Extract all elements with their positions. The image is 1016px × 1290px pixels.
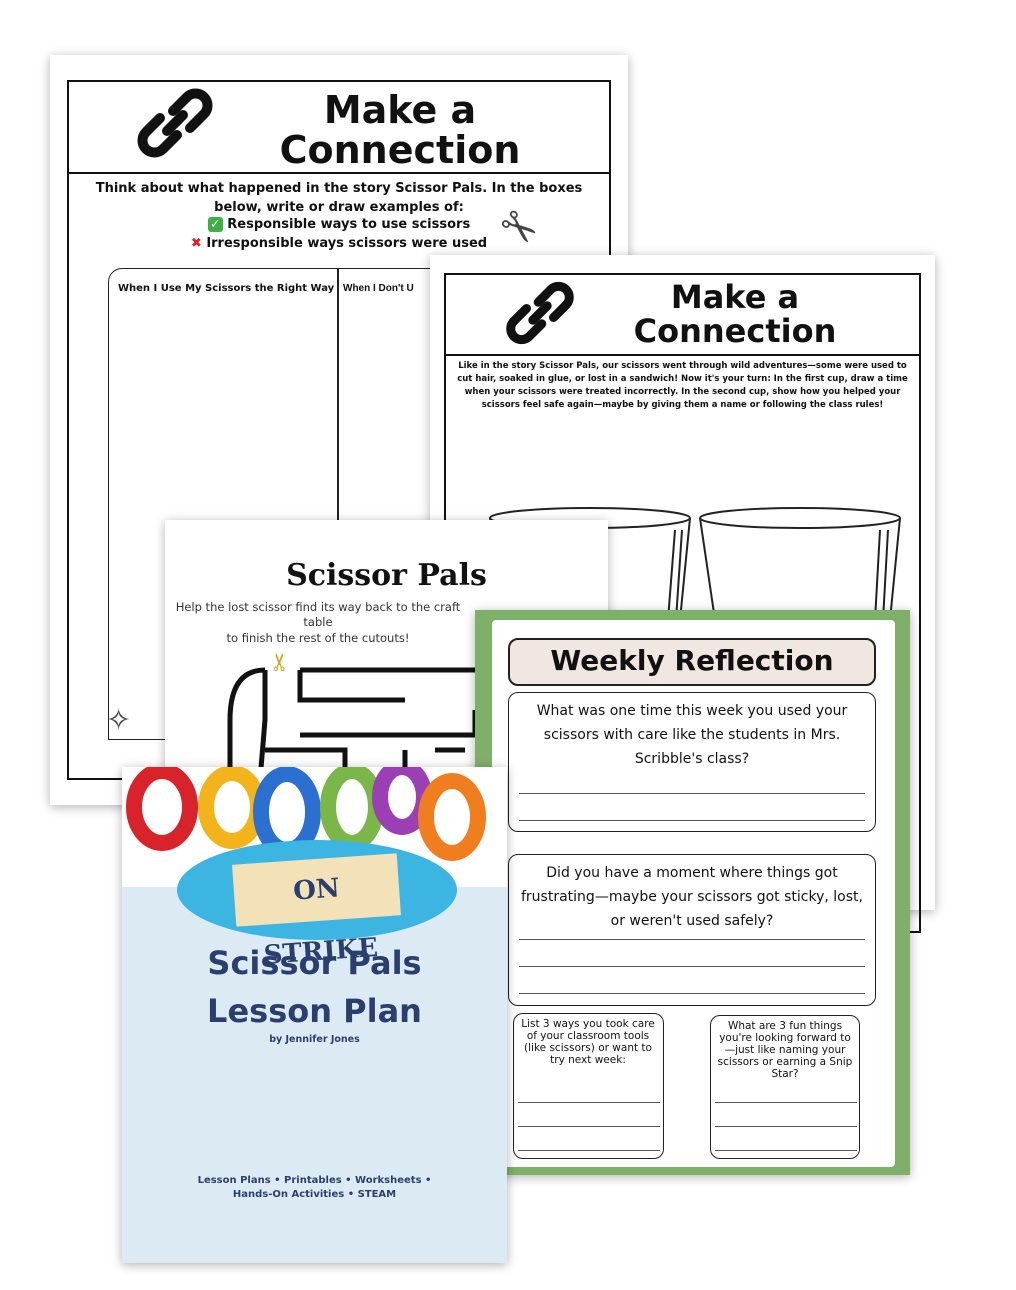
responsible-item: ✓ Responsible ways to use scissors [72, 217, 606, 232]
instructions: Think about what happened in the story S… [95, 181, 583, 215]
lesson-plan-cover: ON STRIKE Scissor Pals Lesson Plan by Je… [122, 767, 507, 1263]
instructions: Like in the story Scissor Pals, our scis… [457, 361, 908, 410]
answer-line [518, 1102, 660, 1103]
question-2: Did you have a moment where things got f… [521, 865, 863, 929]
footer-line-1: Lesson Plans • Printables • Worksheets • [197, 1175, 432, 1186]
header-divider [67, 172, 611, 174]
question-1: What was one time this week you used you… [536, 703, 848, 767]
answer-line [519, 793, 865, 794]
answer-line [715, 1126, 857, 1127]
column-header-2: When I Don't U [343, 283, 414, 294]
sparkle-icon: ✧ [106, 703, 132, 738]
reflection-title-box: Weekly Reflection [508, 638, 876, 686]
question-4-box: What are 3 fun things you're looking for… [710, 1015, 860, 1159]
answer-line [519, 939, 865, 940]
author: by Jennifer Jones [269, 1034, 360, 1045]
question-3-box: List 3 ways you took care of your classr… [513, 1013, 664, 1159]
answer-line [519, 993, 865, 994]
footer-line-2: Hands-On Activities • STEAM [232, 1189, 397, 1200]
irresponsible-item: ✖ Irresponsible ways scissors were used [72, 236, 606, 251]
title-line-1: Make a [670, 278, 800, 316]
reflection-title: Weekly Reflection [550, 644, 834, 677]
maze-instructions-1: Help the lost scissor find its way back … [175, 600, 461, 629]
header-divider [444, 354, 921, 356]
question-1-box: What was one time this week you used you… [508, 692, 876, 832]
answer-line [518, 1150, 660, 1151]
weekly-reflection-sheet: Weekly Reflection What was one time this… [475, 610, 910, 1175]
answer-line [518, 1126, 660, 1127]
maze-title: Scissor Pals [286, 558, 487, 593]
title-line-1: Make a [323, 88, 477, 132]
x-icon: ✖ [190, 236, 202, 251]
question-4: What are 3 fun things you're looking for… [717, 1020, 853, 1080]
on-strike-sign: ON STRIKE [232, 853, 401, 971]
irresponsible-text: Irresponsible ways scissors were used [206, 236, 488, 251]
link-icon [137, 88, 213, 158]
maze-instructions-2: to finish the rest of the cutouts! [226, 631, 410, 645]
question-2-box: Did you have a moment where things got f… [508, 854, 876, 1006]
column-divider [337, 268, 339, 738]
cover-title-2: Lesson Plan [207, 992, 422, 1030]
column-header-1: When I Use My Scissors the Right Way [118, 283, 335, 294]
title-line-2: Connection [633, 311, 837, 350]
check-icon: ✓ [207, 217, 223, 232]
answer-line [519, 820, 865, 821]
answer-line [715, 1102, 857, 1103]
link-icon [506, 281, 574, 345]
title-line-2: Connection [279, 127, 521, 172]
question-3: List 3 ways you took care of your classr… [521, 1018, 655, 1066]
answer-line [519, 966, 865, 967]
responsible-text: Responsible ways to use scissors [227, 217, 471, 232]
answer-line [715, 1150, 857, 1151]
cover-title-1: Scissor Pals [207, 944, 422, 982]
